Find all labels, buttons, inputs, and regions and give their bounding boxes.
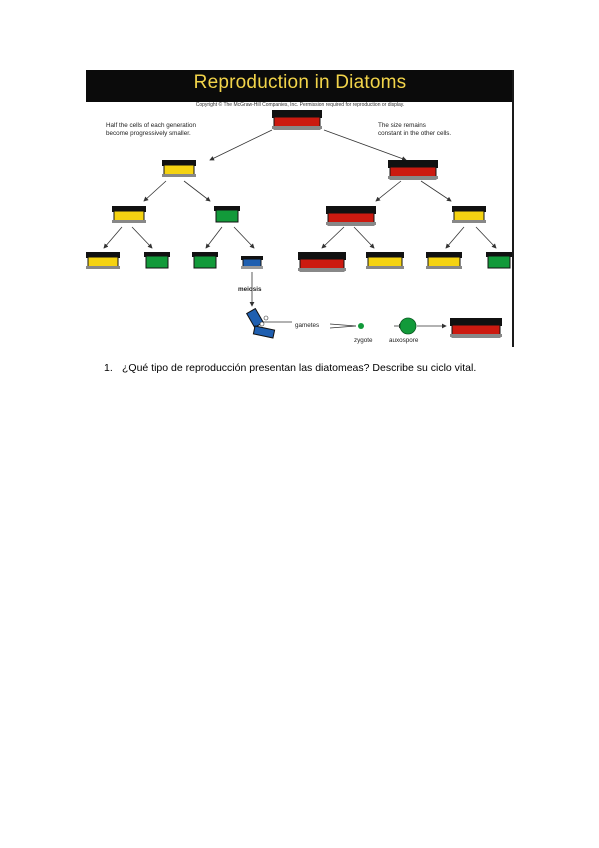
label-zygote: zygote [354,337,373,344]
zygote-cell [358,323,364,329]
diatom-cell-yellow [112,206,146,223]
figure-title: Reproduction in Diatoms [193,72,407,93]
note-right-line-1: The size remains [378,122,426,129]
arrow [233,226,255,249]
label-meiosis: meiosis [238,286,262,293]
arrow [475,226,497,249]
label-gametes: gametes [295,322,320,329]
arrow [353,226,375,249]
diatom-cell-yellow [426,252,462,269]
figure-copyright: Copyright © The McGraw-Hill Companies, I… [195,102,405,108]
gamete-line [329,325,357,329]
diatom-cell-green [192,252,218,269]
figure-header [86,70,514,102]
note-right: The size remains constant in the other c… [378,122,451,138]
diatom-cell-blue [241,256,263,269]
diatom-cell-green [214,206,240,223]
diatom-cell-yellow [162,160,196,177]
diatom-cell-green [144,252,170,269]
diatom-cell-yellow [86,252,120,269]
note-left: Half the cells of each generation become… [106,122,196,138]
arrow [183,180,211,202]
diatom-cell-red [272,110,322,130]
arrow [420,180,452,202]
note-left-line-1: Half the cells of each generation [106,122,196,129]
diatom-cell-green [486,252,512,269]
question-number: 1. [104,362,113,374]
diatom-cell-yellow [452,206,486,223]
diatom-cell-red [298,252,346,272]
figure-edge-bar [512,70,514,347]
note-left-line-2: become progressively smaller. [106,130,191,137]
note-right-line-2: constant in the other cells. [378,130,452,137]
arrow [103,226,123,249]
label-auxospore: auxospore [389,337,419,344]
diatom-cell-yellow [366,252,404,269]
arrow [321,226,345,249]
gamete-line [329,323,357,327]
arrow [205,226,223,249]
arrow [131,226,153,249]
diatom-cell-red [450,318,502,338]
arrow [323,129,407,161]
diatom-diagram [86,110,512,339]
arrow [375,180,402,202]
diatom-cell-red [388,160,438,180]
arrow [143,180,167,202]
arrow [445,226,465,249]
diatom-cell-blue-separating [245,307,276,339]
diatom-cell-red [326,206,376,226]
auxospore-cell [399,317,417,335]
question-1: 1. ¿Qué tipo de reproducción presentan la… [104,362,476,374]
question-text: ¿Qué tipo de reproducción presentan las … [122,362,477,374]
diatom-reproduction-figure: Reproduction in Diatoms Copyright © The … [86,70,514,347]
arrow [209,129,273,161]
arrows [103,129,497,329]
